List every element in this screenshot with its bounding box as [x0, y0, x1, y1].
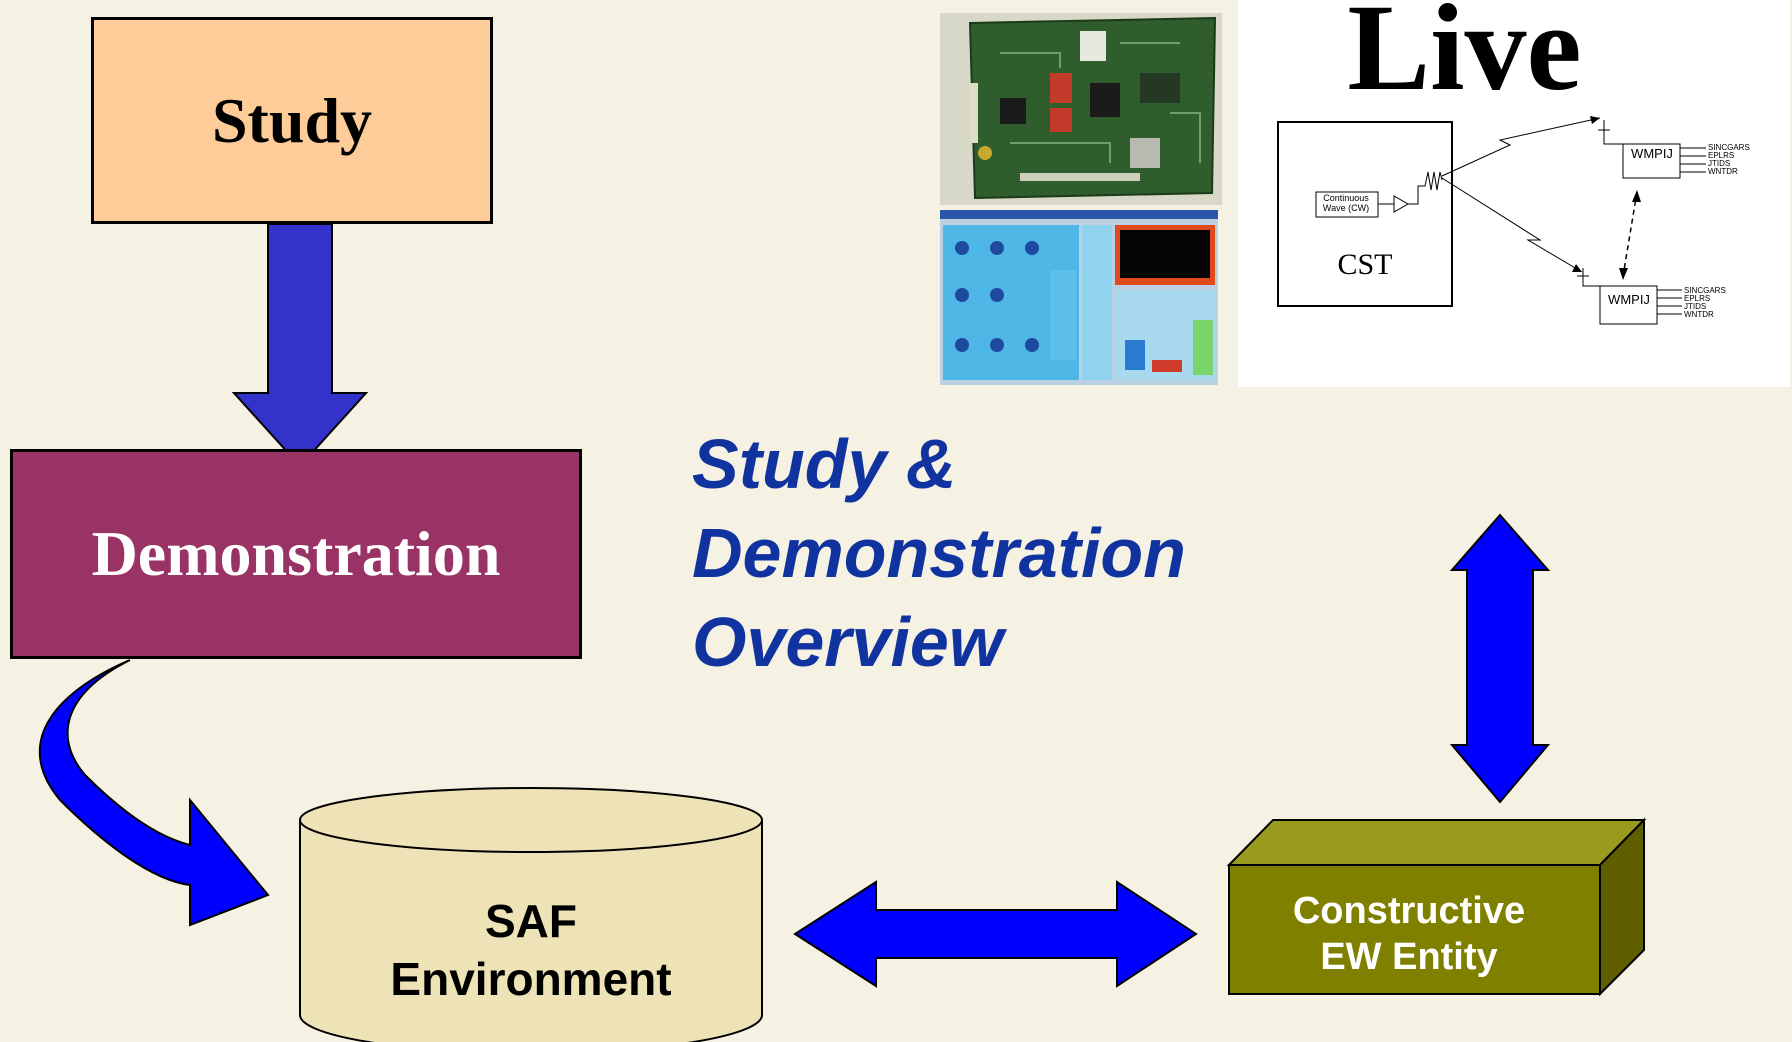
- live-schematic: [1277, 116, 1706, 325]
- radio-bottom-1: SINCGARS: [1684, 286, 1726, 295]
- radio-bottom-3: JTIDS: [1684, 302, 1707, 311]
- control-panel-image: [940, 210, 1218, 385]
- ew-entity-label: Constructive EW Entity: [1228, 888, 1590, 980]
- study-label: Study: [211, 84, 373, 156]
- saf-cylinder: [299, 787, 763, 1042]
- title-line-1: Study &: [692, 425, 957, 503]
- vertical-double-arrow: [1449, 513, 1551, 804]
- ew-line-1: Constructive: [1292, 890, 1526, 932]
- radio-top-4: WNTDR: [1708, 167, 1738, 176]
- ew-line-2: EW Entity: [1320, 936, 1498, 978]
- cw-line-2: Wave (CW): [1322, 203, 1370, 213]
- radio-top-3: JTIDS: [1708, 159, 1731, 168]
- overview-title: Study & Demonstration Overview: [692, 420, 1312, 687]
- wmpij-bottom-label: WMPIJ: [1608, 292, 1650, 307]
- cst-label: CST: [1337, 248, 1393, 281]
- horizontal-double-arrow: [793, 880, 1198, 988]
- wmpij-top-label: WMPIJ: [1631, 146, 1673, 161]
- saf-line-2: Environment: [390, 953, 672, 1005]
- cw-label: Continuous Wave (CW): [1316, 193, 1376, 213]
- curved-arrow: [38, 659, 270, 927]
- demonstration-label: Demonstration: [91, 518, 501, 589]
- ew-entity-box: [1226, 817, 1647, 997]
- saf-environment-label: SAF Environment: [300, 892, 762, 1008]
- down-arrow: [231, 223, 369, 468]
- radio-bottom-2: EPLRS: [1684, 294, 1711, 303]
- radio-list-bottom: SINCGARS EPLRS JTIDS WNTDR: [1684, 287, 1726, 319]
- title-line-2: Demonstration: [692, 514, 1186, 592]
- study-box: Study: [91, 17, 493, 224]
- saf-line-1: SAF: [485, 895, 577, 947]
- demonstration-box: Demonstration: [10, 449, 582, 659]
- radio-top-2: EPLRS: [1708, 151, 1735, 160]
- radio-list-top: SINCGARS EPLRS JTIDS WNTDR: [1708, 144, 1750, 176]
- title-line-3: Overview: [692, 603, 1004, 681]
- radio-top-1: SINCGARS: [1708, 143, 1750, 152]
- cw-line-1: Continuous: [1323, 193, 1369, 203]
- radio-bottom-4: WNTDR: [1684, 310, 1714, 319]
- circuit-board-image: [940, 13, 1222, 205]
- live-title: Live: [1347, 0, 1582, 116]
